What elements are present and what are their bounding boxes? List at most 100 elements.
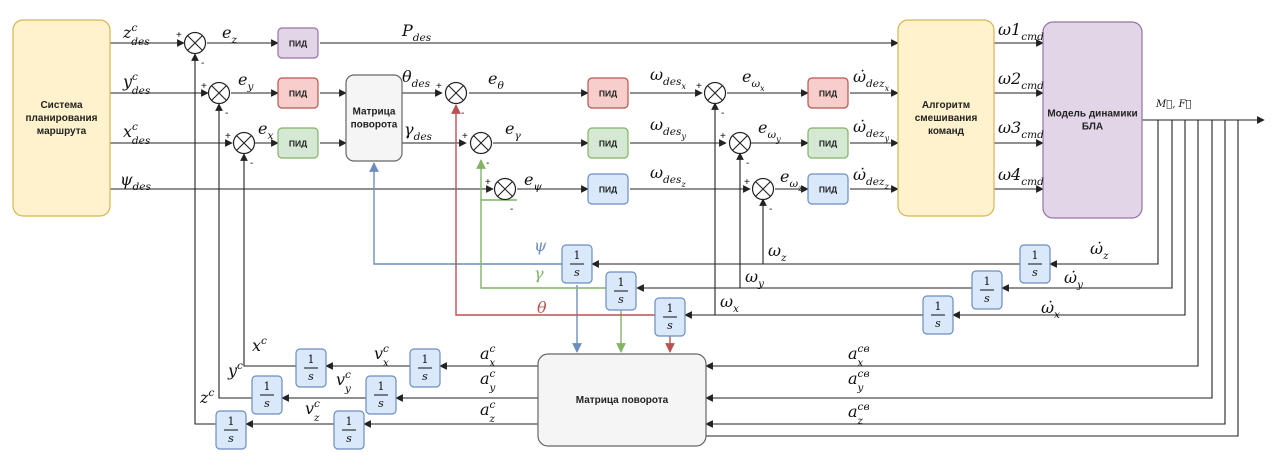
label-e_wy: eωy bbox=[758, 118, 781, 144]
sum-gamma-minus: - bbox=[486, 158, 489, 169]
sum-wy-cross bbox=[732, 135, 748, 151]
signal-line bbox=[1049, 120, 1159, 268]
label-e_gamma: eγ bbox=[505, 119, 521, 142]
sum-z-plus: + bbox=[176, 30, 182, 41]
pid-z-label: ПИД bbox=[289, 39, 307, 49]
integrator-vx-den: s bbox=[422, 370, 428, 383]
sum-theta-minus: - bbox=[461, 108, 464, 119]
pid-wz-label: ПИД bbox=[819, 185, 837, 195]
label-theta: θ bbox=[537, 298, 547, 317]
signal-line bbox=[451, 104, 655, 316]
label-wdot_dez_y: ω̇dezy bbox=[853, 117, 890, 143]
pid-wy-label: ПИД bbox=[819, 139, 837, 149]
label-wdot_dez_z: ω̇dezz bbox=[853, 165, 890, 191]
label-wdot_x: ω̇x bbox=[1041, 298, 1060, 321]
sum-x-plus: + bbox=[225, 131, 231, 142]
pid-z bbox=[277, 27, 319, 59]
rotation-matrix-top-block bbox=[345, 74, 403, 162]
label-w_z: ωz bbox=[768, 241, 787, 264]
label-e_wz: eωz bbox=[780, 167, 803, 193]
sum-wz-minus: - bbox=[769, 204, 772, 215]
label-e_z: ez bbox=[222, 23, 237, 46]
label-w_y: ωy bbox=[745, 267, 765, 290]
rotation-matrix-bottom-label: Матрица поворота bbox=[576, 395, 669, 406]
pid-psi bbox=[587, 173, 629, 205]
diagram-blocks bbox=[12, 19, 1143, 450]
pid-wy bbox=[807, 127, 849, 159]
pid-gamma-label: ПИД bbox=[599, 139, 617, 149]
integrator-gamma-num: 1 bbox=[618, 276, 625, 289]
pid-wz bbox=[807, 173, 849, 205]
pid-theta bbox=[587, 77, 629, 109]
label-w2_cmd: ω2cmd bbox=[998, 69, 1044, 92]
label-gamma_des: γdes bbox=[404, 120, 433, 143]
sum-x-cross bbox=[236, 135, 252, 151]
label-wdot_dez_x: ω̇dezx bbox=[853, 67, 890, 93]
integrator-gamma-den: s bbox=[618, 293, 624, 306]
signal-line bbox=[705, 120, 1213, 402]
integrator-vy-den: s bbox=[378, 397, 384, 410]
signal-line bbox=[480, 199, 606, 289]
integrator-wz-den: s bbox=[1032, 266, 1038, 279]
label-w_des_x: ωdesx bbox=[650, 65, 686, 91]
sum-wx-minus: - bbox=[721, 108, 724, 119]
label-wdot_y: ω̇y bbox=[1064, 268, 1084, 291]
signal-line bbox=[705, 120, 1226, 428]
integrator-wz-num: 1 bbox=[1032, 249, 1039, 262]
sum-z-cross bbox=[187, 35, 203, 51]
signal-line bbox=[952, 120, 1186, 319]
sum-y-cross bbox=[211, 85, 227, 101]
mixing-block bbox=[897, 19, 995, 217]
pid-theta-label: ПИД bbox=[599, 89, 617, 99]
sum-theta-cross bbox=[448, 85, 464, 101]
label-e_x: ex bbox=[258, 119, 273, 142]
integrator-vz-num: 1 bbox=[346, 415, 353, 428]
label-x_c: xc bbox=[252, 335, 267, 355]
integrator-psi-num: 1 bbox=[574, 249, 581, 262]
label-e_psi: eψ bbox=[524, 170, 542, 193]
pid-psi-label: ПИД bbox=[599, 185, 617, 195]
integrator-x-den: s bbox=[308, 370, 314, 383]
sum-psi-minus: - bbox=[510, 204, 513, 215]
signal-line bbox=[369, 162, 562, 265]
label-psi: ψ bbox=[534, 236, 547, 255]
sum-wy-minus: - bbox=[746, 158, 749, 169]
pid-wx-label: ПИД bbox=[819, 89, 837, 99]
label-psi_des: ψdes bbox=[120, 170, 152, 193]
signal-line bbox=[215, 103, 252, 399]
label-z_c: zc bbox=[199, 387, 214, 407]
label-P_des: Pdes bbox=[401, 21, 432, 44]
pid-y-label: ПИД bbox=[289, 89, 307, 99]
signal-line bbox=[1001, 120, 1173, 292]
integrator-vz-den: s bbox=[346, 432, 352, 445]
signal-line bbox=[191, 53, 216, 425]
route-planner-block bbox=[12, 19, 111, 217]
pid-y bbox=[277, 77, 319, 109]
integrator-z-den: s bbox=[228, 432, 234, 445]
integrator-vx-num: 1 bbox=[422, 353, 429, 366]
integrator-vy-num: 1 bbox=[378, 380, 385, 393]
label-e_theta: eθ bbox=[488, 69, 504, 92]
sum-gamma-plus: + bbox=[462, 131, 468, 142]
label-e_wx: eωx bbox=[742, 67, 765, 93]
integrator-theta-den: s bbox=[667, 319, 673, 332]
signal-line bbox=[240, 153, 296, 367]
integrator-y-den: s bbox=[264, 397, 270, 410]
label-w_des_y: ωdesy bbox=[650, 115, 686, 141]
label-M_F: M⃗, F⃗ bbox=[1155, 99, 1192, 110]
integrator-x-num: 1 bbox=[308, 353, 315, 366]
integrator-wx-den: s bbox=[935, 317, 941, 330]
pid-x-label: ПИД bbox=[289, 139, 307, 149]
sum-psi-plus: + bbox=[485, 177, 491, 188]
sum-y-plus: + bbox=[201, 81, 207, 92]
sum-wx-plus: + bbox=[696, 81, 702, 92]
integrator-psi-den: s bbox=[574, 266, 580, 279]
